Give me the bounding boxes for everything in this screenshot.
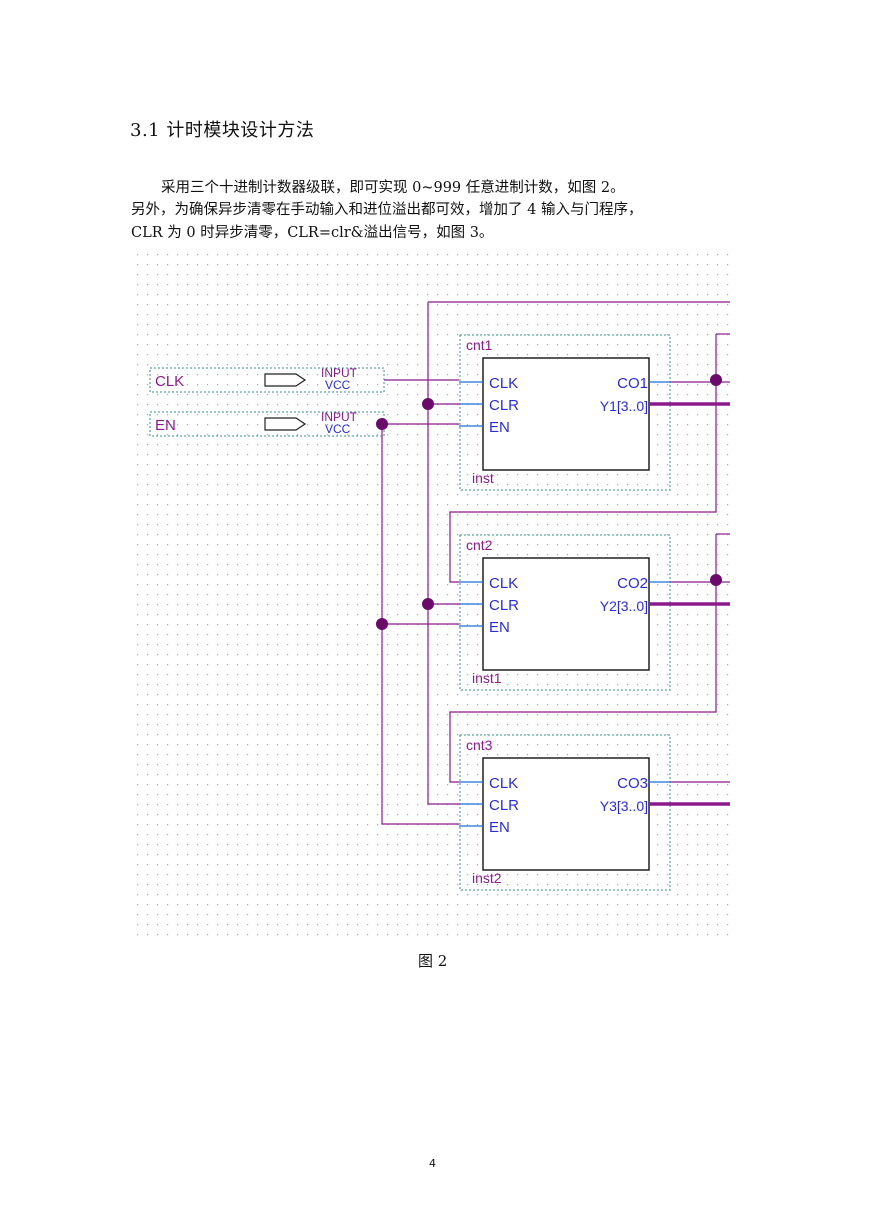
- paragraph-line-2: 另外，为确保异步清零在手动输入和进位溢出都可效，增加了 4 输入与门程序，: [131, 202, 643, 218]
- en-bus: [381, 424, 459, 825]
- port-label: CLR: [489, 597, 519, 614]
- port-label: EN: [489, 619, 510, 636]
- junction-dot: [376, 418, 388, 430]
- input-pin-symbol: [264, 417, 307, 431]
- junction-dot: [710, 574, 722, 586]
- output-label: Y1[3..0]: [600, 398, 648, 414]
- figure-caption: 图 2: [418, 952, 448, 970]
- port-label: CLK: [489, 775, 518, 792]
- port-label: CLR: [489, 797, 519, 814]
- instance-name: inst: [472, 470, 494, 486]
- instance-name: inst2: [472, 870, 502, 886]
- input-pin-type: INPUT: [321, 366, 358, 380]
- input-pin-default: VCC: [325, 422, 351, 436]
- input-pin-symbol: [264, 373, 307, 387]
- junction-dot: [422, 598, 434, 610]
- counter-block: [482, 357, 650, 471]
- input-pin-name: CLK: [155, 373, 184, 390]
- junction-dot: [376, 618, 388, 630]
- port-label: CLK: [489, 575, 518, 592]
- counter-block: [482, 557, 650, 671]
- junction-dot: [422, 398, 434, 410]
- junction-dot: [710, 374, 722, 386]
- output-label: Y3[3..0]: [600, 798, 648, 814]
- block-frame: [459, 334, 671, 491]
- instance-name: inst1: [472, 670, 502, 686]
- carry-label: CO3: [617, 775, 648, 792]
- carry-to-clk: [449, 334, 717, 583]
- output-label: Y2[3..0]: [600, 598, 648, 614]
- block-frame: [459, 534, 671, 691]
- block-name: cnt2: [466, 537, 493, 553]
- port-label: CLR: [489, 397, 519, 414]
- block-name: cnt3: [466, 737, 493, 753]
- input-pin-name: EN: [155, 417, 176, 434]
- port-label: CLK: [489, 375, 518, 392]
- paragraph-line-3: CLR 为 0 时异步清零，CLR=clr&溢出信号，如图 3。: [131, 225, 494, 241]
- clr-bus: [427, 302, 459, 805]
- carry-label: CO2: [617, 575, 648, 592]
- input-pin-box: [149, 367, 385, 393]
- block-name: cnt1: [466, 337, 493, 353]
- counter-block: [482, 757, 650, 871]
- port-label: EN: [489, 819, 510, 836]
- input-pin-default: VCC: [325, 378, 351, 392]
- port-label: EN: [489, 419, 510, 436]
- section-heading: 3.1 计时模块设计方法: [130, 120, 315, 141]
- input-pin-type: INPUT: [321, 410, 358, 424]
- carry-label: CO1: [617, 375, 648, 392]
- block-frame: [459, 734, 671, 891]
- page-number: 4: [429, 1157, 436, 1170]
- carry-to-clk: [449, 534, 717, 783]
- paragraph-line-1: 采用三个十进制计数器级联，即可实现 0~999 任意进制计数，如图 2。: [161, 180, 625, 196]
